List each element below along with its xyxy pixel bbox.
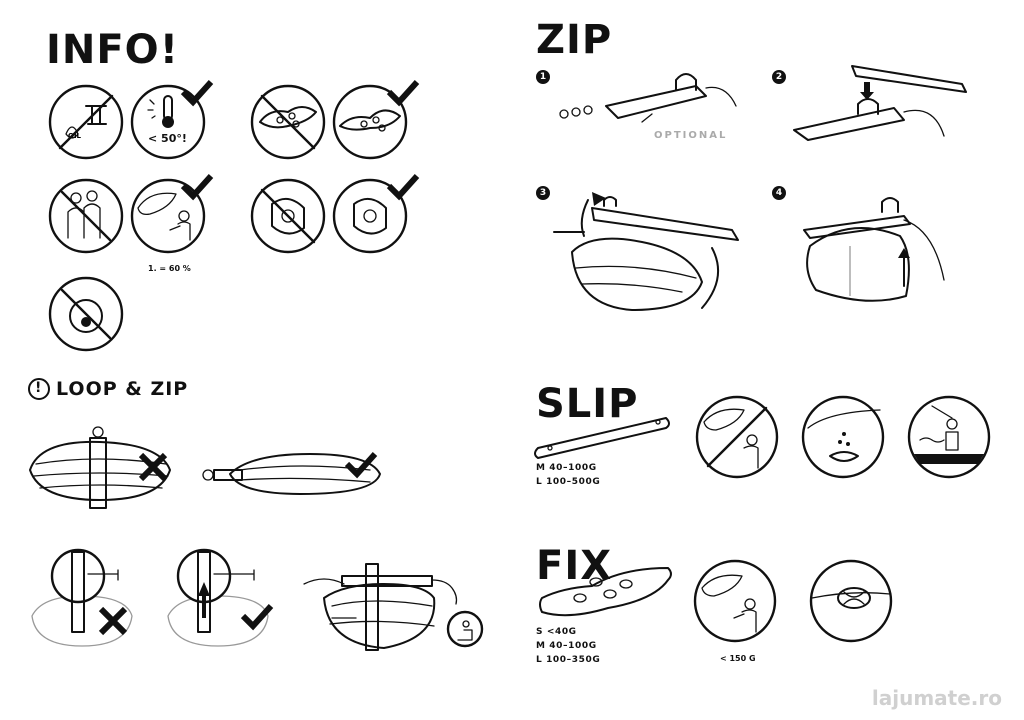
watermark: lajumate.ro	[871, 686, 1002, 710]
angler-mini-icon	[446, 610, 484, 648]
clip-icon	[332, 178, 408, 254]
no-eat-icon	[48, 276, 124, 352]
step-2-number: 2	[772, 70, 786, 84]
check-icon	[180, 79, 214, 107]
loop-zip-title: LOOP & ZIP	[56, 378, 189, 400]
no-fix-plate-icon	[250, 84, 326, 160]
slip-sizes: M 40–100G L 100–500G	[536, 463, 601, 487]
alert-icon	[28, 378, 50, 400]
svg-text:OIL: OIL	[68, 132, 82, 140]
cross-icon	[138, 452, 168, 482]
zip-step-3-illustration	[553, 192, 739, 311]
zip-assembled-illustration	[303, 563, 458, 651]
feeder-wrong-loop-illustration	[29, 426, 171, 509]
temp-label: < 50°!	[148, 132, 187, 145]
feeder-on-line-icon	[809, 559, 893, 643]
zip-step-4-illustration	[803, 197, 945, 302]
no-oil-icon: OIL	[48, 84, 124, 160]
zip-step-1-illustration	[559, 73, 737, 123]
fix-plate-icon	[332, 84, 408, 160]
step-3-number: 3	[536, 186, 550, 200]
bait-drop-icon	[801, 395, 885, 479]
slip-title: SLIP	[536, 381, 639, 427]
alert-glyph: !	[35, 380, 42, 396]
angler-cast-icon	[693, 559, 777, 643]
check-icon	[240, 603, 274, 631]
zip-wrong-zoom-illustration	[31, 548, 133, 647]
cross-icon	[98, 606, 128, 636]
fix-title: FIX	[536, 543, 613, 589]
info-title: INFO!	[46, 27, 179, 73]
no-clip-icon	[250, 178, 326, 254]
step-4-number: 4	[772, 186, 786, 200]
no-crowd-icon	[48, 178, 124, 254]
zip-right-zoom-illustration	[167, 548, 269, 647]
slip-plate-illustration	[534, 417, 670, 459]
angler-throw-icon	[130, 178, 206, 254]
step-1-number: 1	[536, 70, 550, 84]
check-icon	[344, 451, 378, 479]
check-icon	[386, 173, 420, 201]
fix-weight-label: < 150 G	[720, 654, 756, 663]
zip-step-2-illustration	[793, 65, 967, 141]
fix-sizes: S <40G M 40–100G L 100–350G	[536, 627, 601, 665]
check-icon	[386, 79, 420, 107]
ratio-label: 1. = 60 %	[148, 264, 191, 273]
fix-plate-illustration	[539, 567, 672, 617]
angler-boat-icon	[907, 395, 991, 479]
no-throw-icon	[695, 395, 779, 479]
optional-label: OPTIONAL	[654, 130, 728, 141]
zip-title: ZIP	[536, 17, 613, 63]
temperature-icon	[130, 84, 206, 160]
check-icon	[180, 173, 214, 201]
